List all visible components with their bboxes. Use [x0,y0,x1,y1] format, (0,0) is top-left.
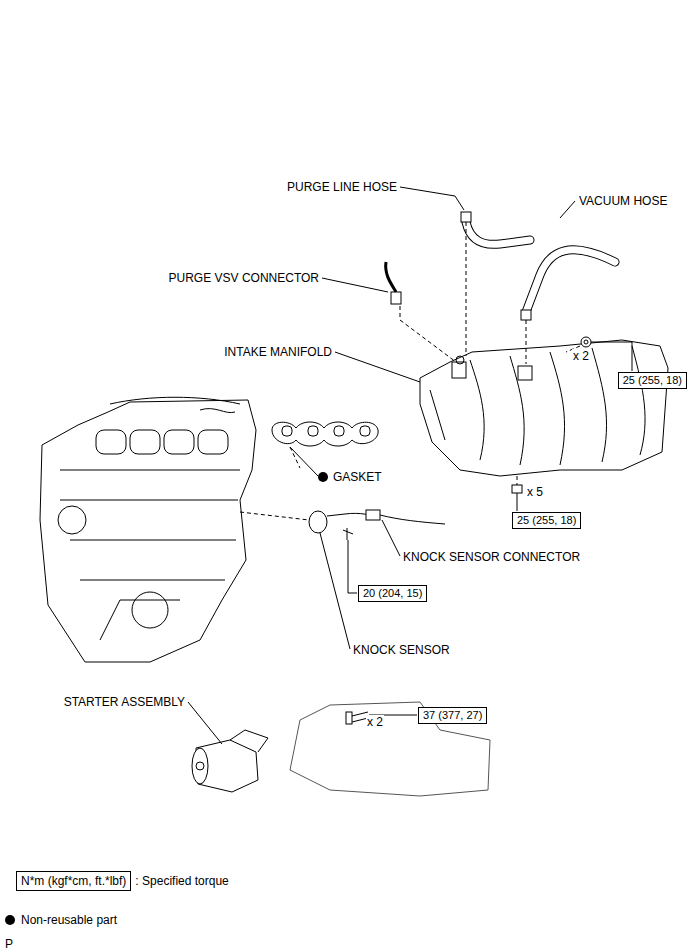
torque-value: 37 (377, 27) [423,709,482,722]
part-name: PURGE VSV CONNECTOR [168,271,320,285]
legend-text: : Specified torque [134,874,229,888]
quantity: x 5 [526,485,544,499]
part-name: INTAKE MANIFOLD [223,345,333,359]
part-name: KNOCK SENSOR CONNECTOR [402,550,581,564]
torque-box: 25 (255, 18) [618,372,687,389]
quantity: x 2 [572,349,590,363]
part-name: GASKET [332,470,383,484]
legend-torque-box: N*m (kgf*cm, ft.*lbf) [16,871,131,891]
legend-swatch [5,915,15,925]
torque-box: 37 (377, 27) [418,707,487,724]
torque-value: N*m (kgf*cm, ft.*lbf) [21,873,126,889]
legend-text: Non-reusable part [21,913,117,927]
part-name: VACUUM HOSE [578,194,668,208]
torque-value: 25 (255, 18) [623,374,682,387]
page-code: P [4,937,14,951]
quantity: x 2 [366,715,384,729]
non-reusable-dot [318,472,328,482]
torque-box: 20 (204, 15) [358,585,427,602]
torque-box: 25 (255, 18) [512,512,581,529]
torque-value: 20 (204, 15) [363,587,422,600]
torque-value: 25 (255, 18) [517,514,576,527]
part-name: PURGE LINE HOSE [286,180,398,194]
part-name: KNOCK SENSOR [352,643,451,657]
part-name: STARTER ASSEMBLY [63,695,186,709]
